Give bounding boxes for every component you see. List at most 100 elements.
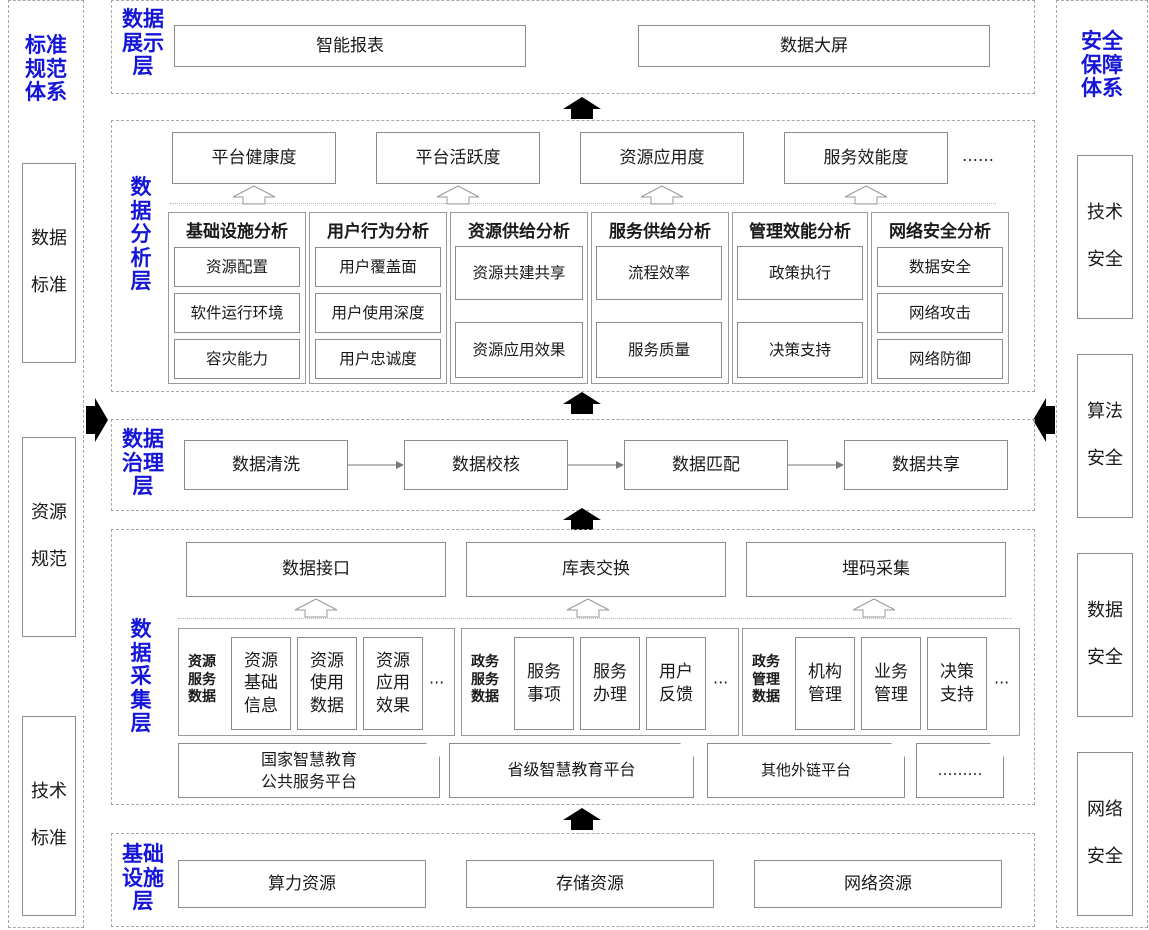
collection-group-gov-service xyxy=(461,628,739,736)
flow-arrow xyxy=(568,461,624,469)
analysis-group-infrastructure xyxy=(168,212,306,384)
governance-step-verification: 数据校核 xyxy=(404,440,568,490)
collection-method-tracking: 埋码采集 xyxy=(746,542,1006,597)
up-arrow-analysis-to-display xyxy=(563,97,601,119)
infra-item-compute: 算力资源 xyxy=(178,860,426,908)
governance-step-matching: 数据匹配 xyxy=(624,440,788,490)
analysis-group-header: 用户行为分析 xyxy=(327,222,429,242)
analysis-layer-panel xyxy=(111,120,1035,392)
analysis-layer-title: 数 据 分 析 层 xyxy=(130,175,152,294)
hollow-up-arrow xyxy=(640,185,684,205)
analysis-item: 数据安全 xyxy=(877,247,1003,287)
platform-more: ……… xyxy=(916,743,1004,798)
analysis-group-header: 网络安全分析 xyxy=(889,222,991,242)
indicator-service-efficiency: 服务效能度 xyxy=(784,132,948,184)
infrastructure-layer-panel xyxy=(111,833,1035,927)
analysis-item: 网络攻击 xyxy=(877,293,1003,333)
analysis-item: 网络防御 xyxy=(877,339,1003,379)
analysis-group-management-efficiency xyxy=(732,212,868,384)
analysis-item: 决策支持 xyxy=(737,322,863,378)
hollow-up-arrow xyxy=(852,598,896,618)
flow-arrow xyxy=(788,461,844,469)
left-arrow-right xyxy=(86,398,108,442)
analysis-item: 用户使用深度 xyxy=(315,293,441,333)
collection-dotted-divider xyxy=(178,618,1012,619)
infra-item-network: 网络资源 xyxy=(754,860,1002,908)
collection-group-label: 政务 管理 数据 xyxy=(752,654,780,705)
analysis-item: 服务质量 xyxy=(596,322,722,378)
security-item-algorithm: 算法 安全 xyxy=(1077,354,1133,518)
flow-arrow xyxy=(348,461,404,469)
infra-item-storage: 存储资源 xyxy=(466,860,714,908)
governance-layer-title: 数据 治理 层 xyxy=(122,427,164,499)
standard-item-resource-spec: 资源 规范 xyxy=(22,437,76,637)
security-item-tech: 技术 安全 xyxy=(1077,155,1133,319)
collection-method-api: 数据接口 xyxy=(186,542,446,597)
platform-external: 其他外链平台 xyxy=(707,743,905,798)
collection-item: 决策 支持 xyxy=(927,637,987,730)
analysis-item: 容灾能力 xyxy=(174,339,300,379)
hollow-up-arrow xyxy=(294,598,338,618)
security-system-title: 安全 保障 体系 xyxy=(1081,29,1123,101)
security-system-panel xyxy=(1056,0,1148,928)
up-arrow-collection-to-governance xyxy=(563,508,601,530)
standard-item-tech-standard: 技术 标准 xyxy=(22,716,76,916)
collection-group-label: 资源 服务 数据 xyxy=(188,654,216,705)
hollow-up-arrow xyxy=(232,185,276,205)
governance-step-cleaning: 数据清洗 xyxy=(184,440,348,490)
infrastructure-layer-title: 基础 设施 层 xyxy=(122,842,164,914)
collection-item: 机构 管理 xyxy=(795,637,855,730)
indicator-more-ellipsis: …… xyxy=(962,146,994,165)
hollow-up-arrow xyxy=(844,185,888,205)
collection-more-ellipsis: ··· xyxy=(713,673,729,692)
standards-system-panel xyxy=(8,0,84,928)
collection-more-ellipsis: ··· xyxy=(994,673,1010,692)
collection-item: 资源 基础 信息 xyxy=(231,637,291,730)
collection-method-db-exchange: 库表交换 xyxy=(466,542,726,597)
right-arrow-left xyxy=(1033,398,1055,442)
collection-group-gov-management xyxy=(742,628,1020,736)
hollow-up-arrow xyxy=(436,185,480,205)
analysis-item: 用户覆盖面 xyxy=(315,247,441,287)
analysis-item: 资源应用效果 xyxy=(455,322,583,378)
analysis-item: 用户忠诚度 xyxy=(315,339,441,379)
collection-item: 用户 反馈 xyxy=(646,637,706,730)
platform-national: 国家智慧教育 公共服务平台 xyxy=(178,743,440,798)
analysis-group-header: 资源供给分析 xyxy=(468,222,570,242)
display-layer-panel xyxy=(111,0,1035,94)
platform-provincial: 省级智慧教育平台 xyxy=(449,743,694,798)
analysis-item: 流程效率 xyxy=(596,246,722,300)
collection-item: 业务 管理 xyxy=(861,637,921,730)
collection-layer-title: 数 据 采 集 层 xyxy=(130,617,152,736)
indicator-resource-usage: 资源应用度 xyxy=(580,132,744,184)
indicator-platform-health: 平台健康度 xyxy=(172,132,336,184)
standard-item-data-standard: 数据 标准 xyxy=(22,163,76,363)
collection-item: 服务 事项 xyxy=(514,637,574,730)
display-item-data-screen: 数据大屏 xyxy=(638,25,990,67)
standards-system-title: 标准 规范 体系 xyxy=(25,33,67,105)
governance-layer-panel xyxy=(111,419,1035,511)
analysis-group-header: 基础设施分析 xyxy=(186,222,288,242)
analysis-group-user-behavior xyxy=(309,212,447,384)
analysis-group-resource-supply xyxy=(450,212,588,384)
hollow-up-arrow xyxy=(566,598,610,618)
display-layer-title: 数据 展示 层 xyxy=(122,7,164,79)
governance-step-sharing: 数据共享 xyxy=(844,440,1008,490)
up-arrow-governance-to-analysis xyxy=(563,392,601,414)
analysis-item: 资源配置 xyxy=(174,247,300,287)
collection-more-ellipsis: ··· xyxy=(429,673,445,692)
collection-group-label: 政务 服务 数据 xyxy=(471,654,499,705)
collection-item: 资源 应用 效果 xyxy=(363,637,423,730)
collection-layer-panel xyxy=(111,529,1035,805)
collection-group-resource-service xyxy=(178,628,455,736)
analysis-group-header: 管理效能分析 xyxy=(749,222,851,242)
security-item-data: 数据 安全 xyxy=(1077,553,1133,717)
analysis-group-service-supply xyxy=(591,212,729,384)
analysis-item: 资源共建共享 xyxy=(455,246,583,300)
collection-item: 服务 办理 xyxy=(580,637,640,730)
analysis-group-network-security xyxy=(871,212,1009,384)
security-item-network: 网络 安全 xyxy=(1077,752,1133,916)
analysis-item: 政策执行 xyxy=(737,246,863,300)
analysis-item: 软件运行环境 xyxy=(174,293,300,333)
up-arrow-infrastructure-to-collection xyxy=(563,808,601,830)
